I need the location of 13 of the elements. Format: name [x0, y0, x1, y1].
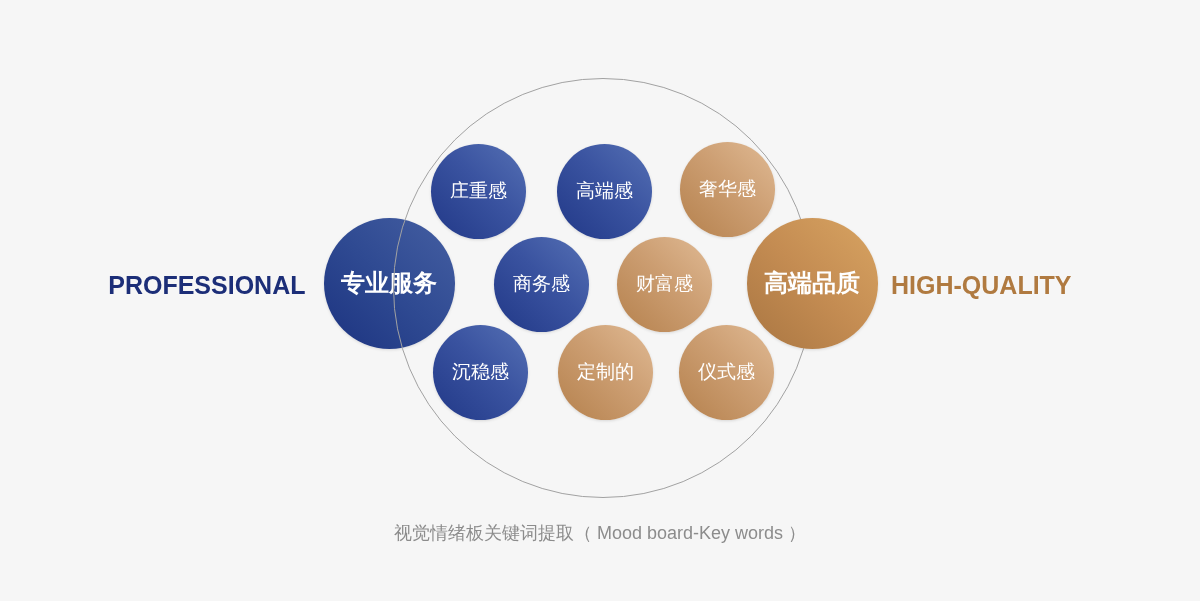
keyword-circle: 奢华感 [679, 141, 775, 237]
theme-circle: 高端品质 [746, 217, 878, 349]
side-label: PROFESSIONAL [108, 273, 306, 298]
keyword-circle: 商务感 [493, 236, 589, 332]
keyword-circle: 沉稳感 [432, 324, 528, 420]
keyword-circle: 财富感 [616, 236, 712, 332]
theme-circle: 专业服务 [323, 217, 455, 349]
keyword-circle: 庄重感 [430, 143, 526, 239]
keyword-circle: 仪式感 [678, 324, 774, 420]
caption-text: 视觉情绪板关键词提取（ Mood board-Key words ） [393, 524, 807, 542]
keyword-circle: 定制的 [557, 324, 653, 420]
side-label: HIGH-QUALITY [891, 273, 1072, 298]
keyword-circle: 高端感 [556, 143, 652, 239]
